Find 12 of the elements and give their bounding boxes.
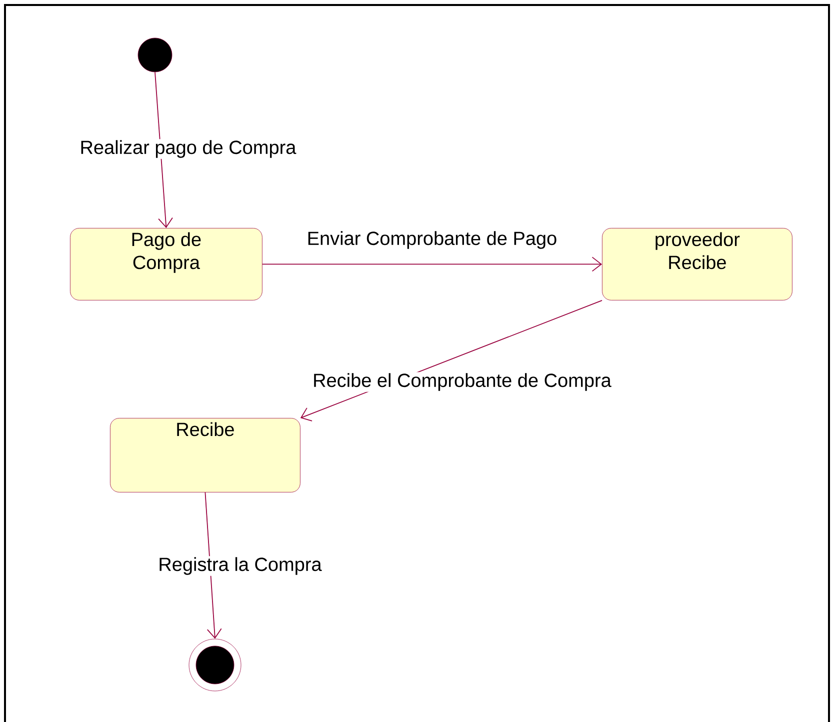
edge-label: Registra la Compra [157, 556, 323, 576]
edge-label: Enviar Comprobante de Pago [306, 230, 558, 250]
arrow [154, 72, 173, 228]
arrow [204, 492, 222, 639]
state-box: Recibe [110, 418, 300, 492]
edge-label: Recibe el Comprobante de Compra [312, 372, 612, 392]
state-box: Pago de Compra [70, 228, 262, 300]
edge-label: Realizar pago de Compra [78, 139, 298, 159]
initial-state [138, 38, 172, 72]
state-box: proveedor Recibe [602, 228, 792, 300]
final-state [188, 638, 242, 692]
arrow [262, 256, 602, 272]
